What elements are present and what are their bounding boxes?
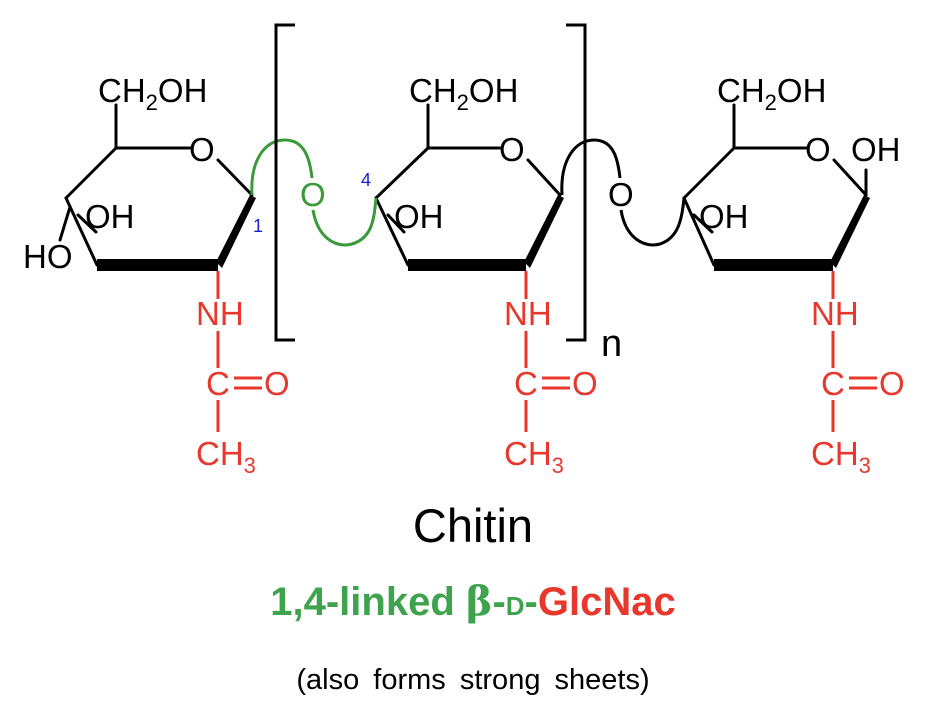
- right-bracket: [566, 23, 587, 342]
- methyl-label: CH3: [504, 435, 564, 478]
- repeat-brackets: n: [274, 23, 622, 365]
- hydroxyl-label: OH: [85, 198, 135, 235]
- linkage-oxygen-label: O: [300, 176, 326, 213]
- ch2oh-group-label: CH2OH: [98, 72, 207, 115]
- left-bracket: [274, 23, 295, 342]
- diagram-title: Chitin: [412, 499, 534, 552]
- ch2oh-group-label: CH2OH: [717, 72, 826, 115]
- sugar-unit-3: CH2OH O OH OH NH C O CH3: [682, 72, 905, 478]
- anomeric-hydroxyl-label: OH: [851, 131, 901, 168]
- c4-hydroxyl-label: HO: [23, 238, 73, 275]
- sugar-name: GlcNac: [537, 580, 676, 624]
- hydroxyl-label: OH: [394, 198, 444, 235]
- methyl-label: CH3: [811, 435, 871, 478]
- carbonyl-oxygen-label: O: [879, 365, 905, 402]
- carbonyl-carbon-label: C: [206, 365, 230, 402]
- carbonyl-carbon-label: C: [514, 365, 538, 402]
- locant-c1-label: 1: [253, 216, 263, 236]
- glycosidic-linkage-1: O 1 4: [250, 138, 378, 247]
- diagram-subtitle: 1,4-linked β-D-GlcNac: [0, 578, 946, 625]
- ring-oxygen-label: O: [499, 131, 525, 168]
- subtitle-dash: -: [524, 580, 538, 624]
- ring-oxygen-label: O: [189, 131, 215, 168]
- repeat-subscript-label: n: [601, 323, 622, 365]
- carbonyl-oxygen-label: O: [572, 365, 598, 402]
- sugar-unit-1: CH2OH O OH HO NH C O CH3: [23, 72, 290, 478]
- linkage-oxygen-label: O: [608, 176, 634, 213]
- sugar-unit-2: CH2OH O OH NH C O CH3: [374, 72, 598, 478]
- ch2oh-group-label: CH2OH: [409, 72, 518, 115]
- linkage-text: 1,4-linked: [270, 580, 466, 624]
- d-configuration-label: D: [505, 591, 525, 621]
- carbonyl-carbon-label: C: [821, 365, 845, 402]
- methyl-label: CH3: [196, 435, 256, 478]
- nh-label: NH: [196, 295, 244, 332]
- carbonyl-oxygen-label: O: [264, 365, 290, 402]
- locant-c4-label: 4: [361, 170, 371, 190]
- hydroxyl-label: OH: [699, 198, 749, 235]
- nh-label: NH: [811, 295, 859, 332]
- ring-oxygen-label: O: [805, 131, 831, 168]
- nh-label: NH: [504, 295, 552, 332]
- beta-symbol: β: [465, 578, 493, 625]
- glycosidic-linkage-2: O: [560, 138, 686, 247]
- subtitle-dash: -: [492, 580, 506, 624]
- footnote: (also forms strong sheets): [296, 664, 650, 696]
